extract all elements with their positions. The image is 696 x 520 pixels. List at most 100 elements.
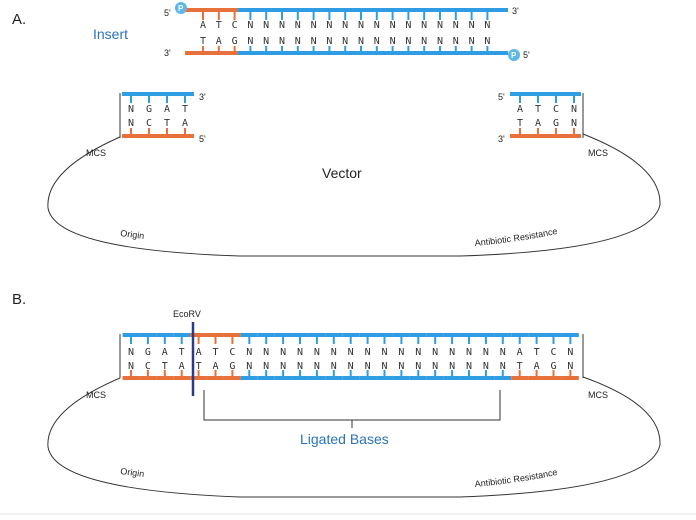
recombinant-bot-base: T xyxy=(517,361,523,372)
recombinant-bot-base: N xyxy=(263,361,269,372)
left-end-top-base: G xyxy=(146,104,152,115)
recombinant-top-base: N xyxy=(398,347,404,358)
left-end-top-base: A xyxy=(164,104,170,115)
insert-top-base: N xyxy=(421,20,427,31)
recombinant-bot-base: N xyxy=(381,361,387,372)
vector-plasmid-outline xyxy=(47,133,661,257)
recombinant-bot-base: N xyxy=(365,361,371,372)
recombinant-top-base: T xyxy=(179,347,185,358)
right-end-bot-base: N xyxy=(571,118,577,129)
right-end-5-label: 5' xyxy=(498,92,505,102)
recombinant-bot-base: N xyxy=(432,361,438,372)
recombinant-bot-base: N xyxy=(348,361,354,372)
left-end-top-base: N xyxy=(128,104,134,115)
recombinant-top-base: N xyxy=(381,347,387,358)
recombinant-top-base: N xyxy=(128,347,134,358)
recombinant-bot-base: G xyxy=(550,361,556,372)
phosphate-icon xyxy=(175,2,187,14)
recombinant-bot-base: N xyxy=(398,361,404,372)
mcs-right-label: MCS xyxy=(588,148,608,158)
recombinant-bot-base: N xyxy=(483,361,489,372)
panel-b-label: B. xyxy=(12,291,26,308)
insert-top-base: N xyxy=(390,20,396,31)
left-end-bot-base: C xyxy=(146,118,152,129)
vector-label: Vector xyxy=(322,165,362,181)
insert-top-5-label: 5' xyxy=(164,8,171,18)
recombinant-plasmid-outline xyxy=(47,376,661,498)
insert-bot-base: G xyxy=(232,36,238,47)
insert-bot-base: N xyxy=(342,36,348,47)
origin-label: Origin xyxy=(120,228,145,241)
left-end-bot-base: A xyxy=(182,118,188,129)
insert-top-base: N xyxy=(311,20,317,31)
phosphate-label: P xyxy=(511,51,517,60)
recombinant-bot-base: N xyxy=(449,361,455,372)
mcs-left-label: MCS xyxy=(86,390,106,400)
insert-top-3-label: 3' xyxy=(512,6,519,16)
insert-bot-base: N xyxy=(405,36,411,47)
recombinant-top-base: N xyxy=(263,347,269,358)
insert-bot-base: N xyxy=(247,36,253,47)
recombinant-bot-base: A xyxy=(179,361,185,372)
left-end-top-base: T xyxy=(182,104,188,115)
antibiotic-resistance-label: Antibiotic Resistance xyxy=(474,226,558,248)
ecorv-label: EcoRV xyxy=(173,309,201,319)
recombinant-top-base: N xyxy=(449,347,455,358)
insert-top-base: N xyxy=(453,20,459,31)
mcs-right-label: MCS xyxy=(588,390,608,400)
left-end-bot-base: N xyxy=(128,118,134,129)
insert-top-base: N xyxy=(326,20,332,31)
recombinant-top-base: G xyxy=(145,347,151,358)
insert-bot-base: N xyxy=(279,36,285,47)
insert-top-base: N xyxy=(469,20,475,31)
right-end-bot-base: T xyxy=(517,118,523,129)
insert-bot-base: N xyxy=(469,36,475,47)
phosphate-label: P xyxy=(178,4,184,13)
insert-bot-5-label: 5' xyxy=(523,50,530,60)
recombinant-bot-base: G xyxy=(229,361,235,372)
recombinant-bot-base: N xyxy=(331,361,337,372)
recombinant-top-base: N xyxy=(365,347,371,358)
recombinant-top-base: N xyxy=(280,347,286,358)
recombinant-bot-base: N xyxy=(567,361,573,372)
recombinant-top-base: N xyxy=(432,347,438,358)
insert-bot-base: N xyxy=(421,36,427,47)
insert-top-base: N xyxy=(484,20,490,31)
recombinant-top-base: T xyxy=(534,347,540,358)
insert-bot-base: N xyxy=(295,36,301,47)
ligated-bases-bracket xyxy=(203,390,501,428)
ligated-bases-label: Ligated Bases xyxy=(300,431,389,447)
insert-bot-base: N xyxy=(453,36,459,47)
recombinant-bot-base: T xyxy=(162,361,168,372)
recombinant-bot-base: T xyxy=(196,361,202,372)
insert-top-base: T xyxy=(216,20,222,31)
recombinant-top-base: A xyxy=(162,347,168,358)
recombinant-top-base: C xyxy=(550,347,556,358)
insert-top-base: N xyxy=(279,20,285,31)
recombinant-bot-base: N xyxy=(128,361,134,372)
left-end-bot-base: T xyxy=(164,118,170,129)
insert-bot-base: A xyxy=(216,36,222,47)
insert-label: Insert xyxy=(93,26,128,42)
insert-top-base: N xyxy=(374,20,380,31)
recombinant-top-base: A xyxy=(196,347,202,358)
recombinant-bot-base: N xyxy=(466,361,472,372)
right-end-top-base: T xyxy=(535,104,541,115)
insert-top-base: N xyxy=(247,20,253,31)
recombinant-bot-base: N xyxy=(297,361,303,372)
phosphate-icon xyxy=(508,49,520,61)
recombinant-top-base: N xyxy=(483,347,489,358)
recombinant-bot-base: N xyxy=(280,361,286,372)
recombinant-top-base: N xyxy=(466,347,472,358)
recombinant-bot-base: A xyxy=(534,361,540,372)
recombinant-top-base: N xyxy=(297,347,303,358)
insert-bot-base: N xyxy=(437,36,443,47)
left-end-3-label: 3' xyxy=(199,92,206,102)
